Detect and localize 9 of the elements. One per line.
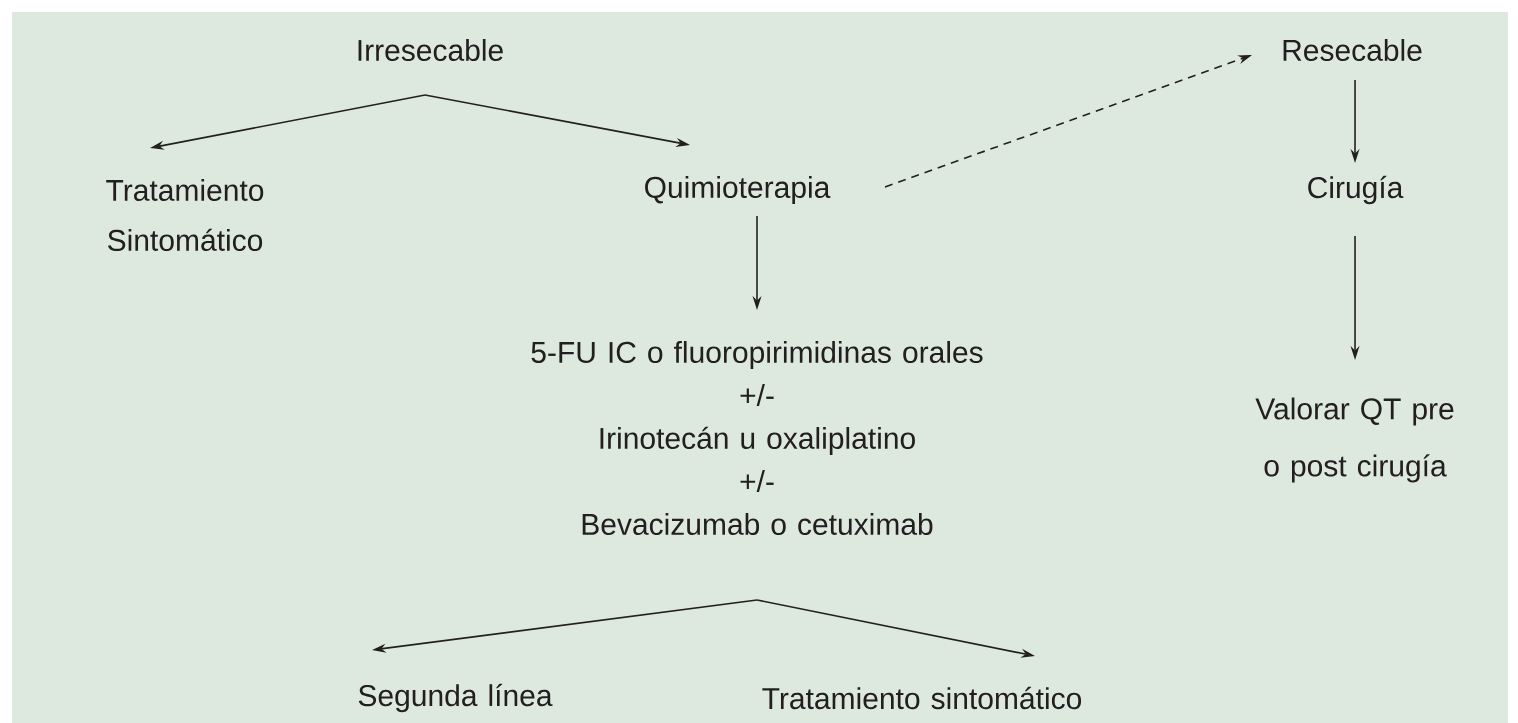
text-label: Segunda línea: [358, 683, 553, 713]
text-label: Cirugía: [1308, 175, 1404, 205]
text-label: Valorar QT pre o post cirugía: [1255, 397, 1454, 483]
text-label: 5-FU IC o fluoropirimidinas orales +/- Irinotecán u oxaliplatino +/- Bevacizumab o cetuximab: [531, 341, 983, 535]
text-label: Tratamiento Sintomático: [106, 179, 264, 251]
text-label: Tratamiento sintomático: [762, 686, 1082, 710]
text-label: Resecable: [1283, 39, 1422, 61]
text-label: Irresecable: [358, 39, 503, 61]
text-label: Quimioterapia: [645, 176, 831, 204]
